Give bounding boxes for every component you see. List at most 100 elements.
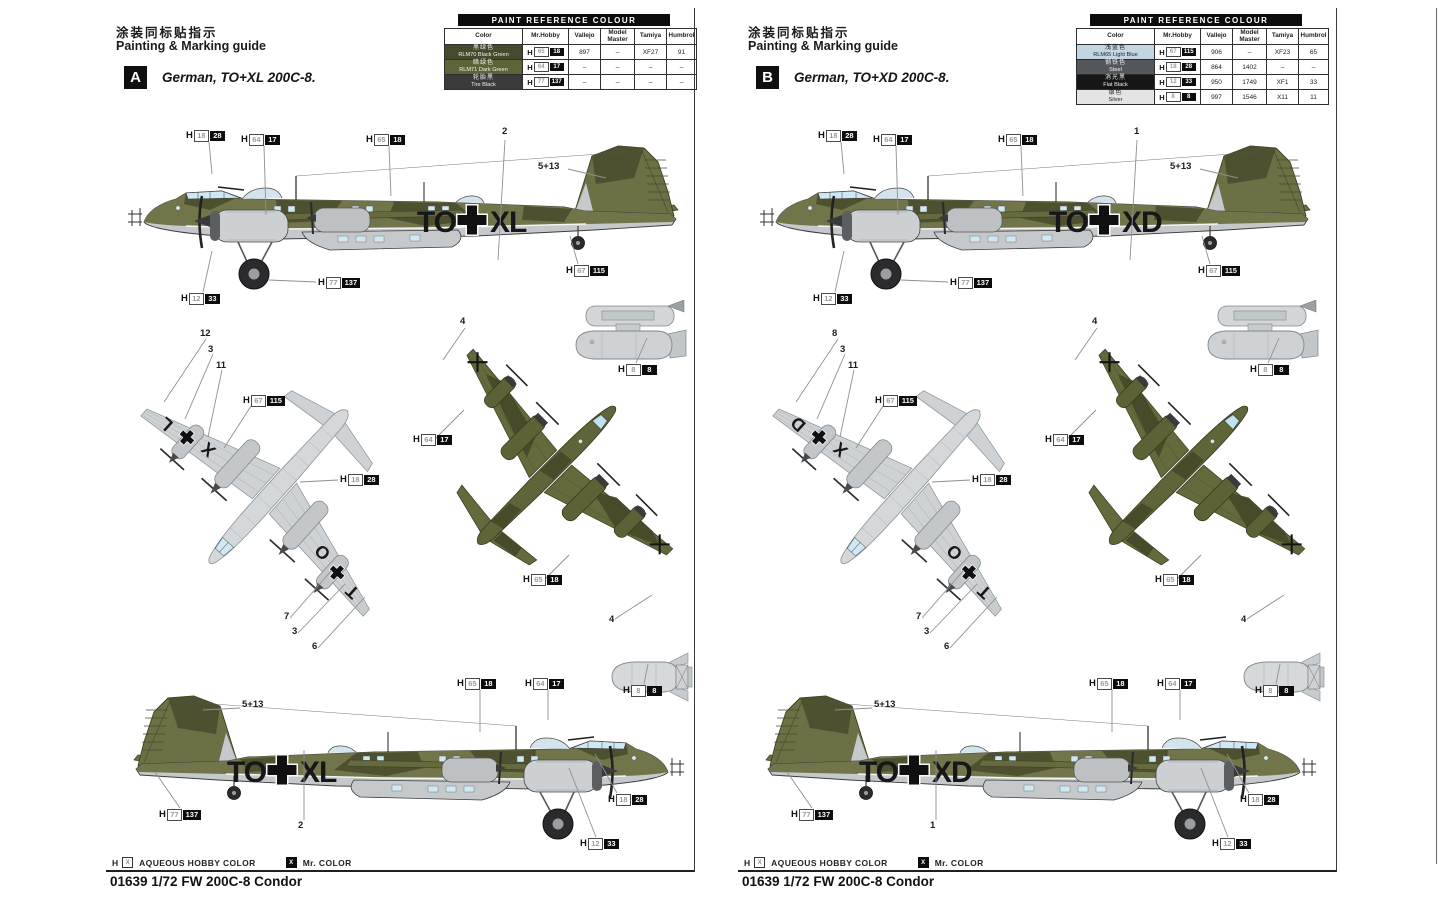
col-mrhobby: Mr.Hobby: [522, 28, 569, 45]
col-humbrol: Humbrol: [1298, 28, 1329, 45]
legend-mrcolor-label: Mr. COLOR: [302, 857, 352, 868]
paint-reference-table: PAINT REFERENCE COLOUR Color Mr.Hobby Va…: [1076, 14, 1329, 105]
paint-name-en: RLM71 Dark Green: [459, 67, 508, 74]
col-color: Color: [444, 28, 523, 45]
hs293-glide-bomb: [1190, 299, 1325, 380]
aqueous-code: 8: [1165, 91, 1181, 103]
fuselage-code-left: TO: [859, 756, 899, 789]
col-vallejo: Vallejo: [1200, 28, 1233, 45]
fuselage-code-right: XL: [300, 756, 337, 789]
mrcolor-code: 28: [1181, 62, 1196, 72]
scheme-badge: B: [756, 66, 779, 89]
h-prefix: H: [1159, 92, 1165, 102]
col-mrhobby: Mr.Hobby: [1154, 28, 1201, 45]
fuselage-code-left: TO: [227, 756, 267, 789]
mrcolor-code: 33: [1181, 77, 1196, 87]
col-modelmaster: Model Master: [600, 28, 635, 45]
fuselage-code-right: XL: [490, 206, 527, 239]
tamiya-value: XF1: [1266, 74, 1299, 90]
heading-english: Painting & Marking guide: [116, 39, 267, 53]
vallejo-value: 906: [1200, 44, 1233, 60]
hs293-glide-bomb: [558, 299, 693, 380]
underside-top-view: L X O T: [97, 309, 460, 669]
modelmaster-value: 1546: [1232, 89, 1267, 105]
vallejo-value: 864: [1200, 59, 1233, 75]
aqueous-code: 12: [1165, 76, 1181, 88]
heading-english: Painting & Marking guide: [748, 39, 899, 53]
humbrol-value: 33: [1298, 74, 1329, 90]
legend-aqueous-box: X: [754, 857, 766, 868]
col-modelmaster: Model Master: [1232, 28, 1267, 45]
mrcolor-code: 17: [549, 62, 564, 72]
color-legend: H X AQUEOUS HOBBY COLOR X Mr. COLOR: [744, 857, 984, 868]
scheme-badge: A: [124, 66, 147, 89]
scheme-title: German, TO+XD 200C-8.: [794, 70, 950, 85]
tamiya-value: –: [634, 74, 667, 90]
h-prefix: H: [527, 62, 533, 72]
aqueous-code: 67: [1165, 46, 1181, 58]
scheme-title: German, TO+XL 200C-8.: [162, 70, 316, 85]
humbrol-value: 11: [1298, 89, 1329, 105]
modelmaster-value: 1402: [1232, 59, 1267, 75]
fuselage-code-right: XD: [932, 756, 972, 789]
paint-table-title: PAINT REFERENCE COLOUR: [458, 14, 670, 26]
paint-name-cn: 银色: [1108, 90, 1123, 97]
vallejo-value: –: [568, 74, 601, 90]
mrcolor-code: 137: [549, 77, 564, 87]
underside-top-view: D X O T: [729, 309, 1092, 669]
side-view-top: TO XD: [758, 126, 1318, 306]
paint-name-cn: 浅蓝色: [1104, 45, 1126, 52]
col-vallejo: Vallejo: [568, 28, 601, 45]
h-prefix: H: [1159, 47, 1165, 57]
legend-mrcolor-label: Mr. COLOR: [934, 857, 984, 868]
fuselage-code: TO XL: [227, 754, 338, 789]
paint-name-en: Silver: [1108, 97, 1123, 104]
legend-aqueous-label: AQUEOUS HOBBY COLOR: [771, 857, 888, 868]
legend-mrcolor-box: X: [917, 857, 929, 868]
h-prefix: H: [527, 77, 533, 87]
col-color: Color: [1076, 28, 1155, 45]
aqueous-code: 65: [533, 46, 549, 58]
modelmaster-value: –: [600, 74, 635, 90]
aqueous-code: 64: [533, 61, 549, 73]
h-prefix: H: [1159, 62, 1165, 72]
aqueous-code: 77: [533, 76, 549, 88]
col-tamiya: Tamiya: [1266, 28, 1299, 45]
fuselage-code-left: TO: [1049, 206, 1089, 239]
humbrol-value: –: [1298, 59, 1329, 75]
legend-aqueous-label: AQUEOUS HOBBY COLOR: [139, 857, 256, 868]
paint-name-cn: 黑绿色: [472, 45, 494, 52]
mrcolor-code: 8: [1181, 92, 1196, 102]
product-title: 01639 1/72 FW 200C-8 Condor: [742, 874, 935, 889]
paint-reference-table: PAINT REFERENCE COLOUR Color Mr.Hobby Va…: [444, 14, 697, 90]
product-title: 01639 1/72 FW 200C-8 Condor: [110, 874, 303, 889]
col-humbrol: Humbrol: [666, 28, 697, 45]
vallejo-value: 997: [1200, 89, 1233, 105]
side-view-bottom: TO XD: [758, 676, 1318, 856]
fuselage-code-right: XD: [1122, 206, 1162, 239]
paint-name-en: Flat Black: [1103, 82, 1128, 89]
legend-h-prefix: H: [744, 857, 751, 868]
